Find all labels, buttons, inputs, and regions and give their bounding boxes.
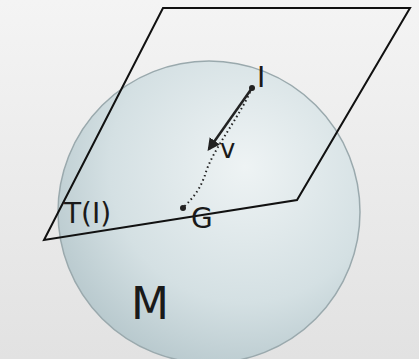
plane-label: T(I) [64,200,111,228]
tangent-plane [44,8,410,240]
point-dot [180,205,186,211]
manifold-sphere [58,61,360,359]
manifold-label: M [131,282,169,326]
vector-label: v [220,136,235,162]
geodesic-curve [183,88,252,208]
point-dot [249,85,255,91]
point-label: G [191,205,213,233]
point-label: I [257,64,265,92]
